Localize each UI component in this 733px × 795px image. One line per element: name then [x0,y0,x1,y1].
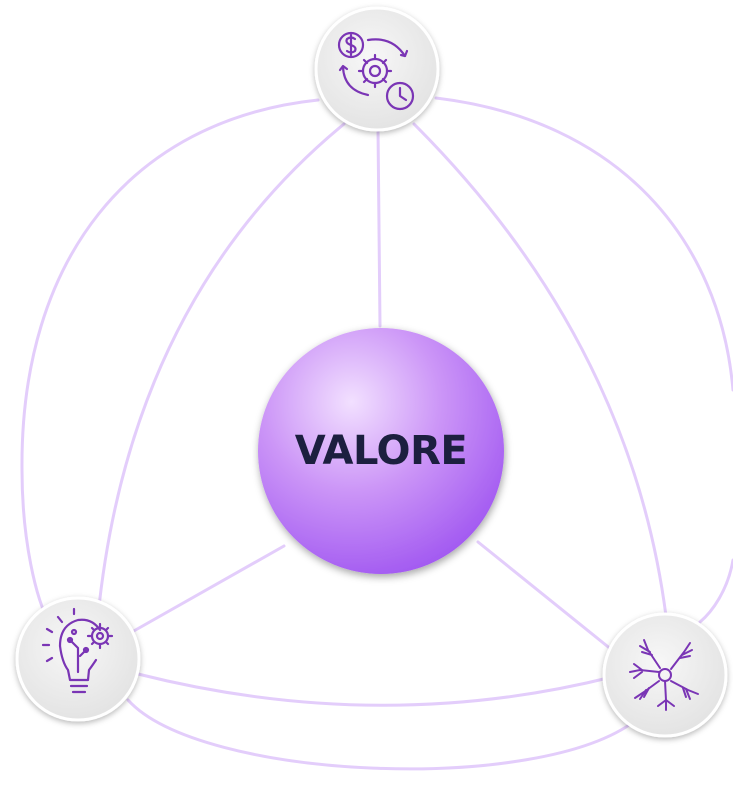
connector-left-to-center [130,544,286,634]
connector-lines [20,96,733,771]
satellite-node-left [15,596,141,722]
connector-top-right-outer-arc [434,96,733,392]
connector-top-left-inner-arc [96,122,346,618]
connector-right-to-center [476,540,614,652]
connector-top-left-outer-arc [20,98,320,626]
connector-top-right-inner-arc [412,122,668,618]
center-node [258,328,504,574]
connector-left-right-outer-arc [126,698,638,771]
money-gear-clock-icon [337,31,415,111]
connector-right-edge-arc [698,558,733,624]
satellite-node-top [314,6,440,132]
satellite-node-right [602,612,728,738]
connector-top-to-center [376,126,382,328]
joined-hands-teamwork-icon [629,639,699,711]
lightbulb-gear-circuit-icon [41,607,114,694]
connector-left-right-inner-arc [136,672,614,707]
